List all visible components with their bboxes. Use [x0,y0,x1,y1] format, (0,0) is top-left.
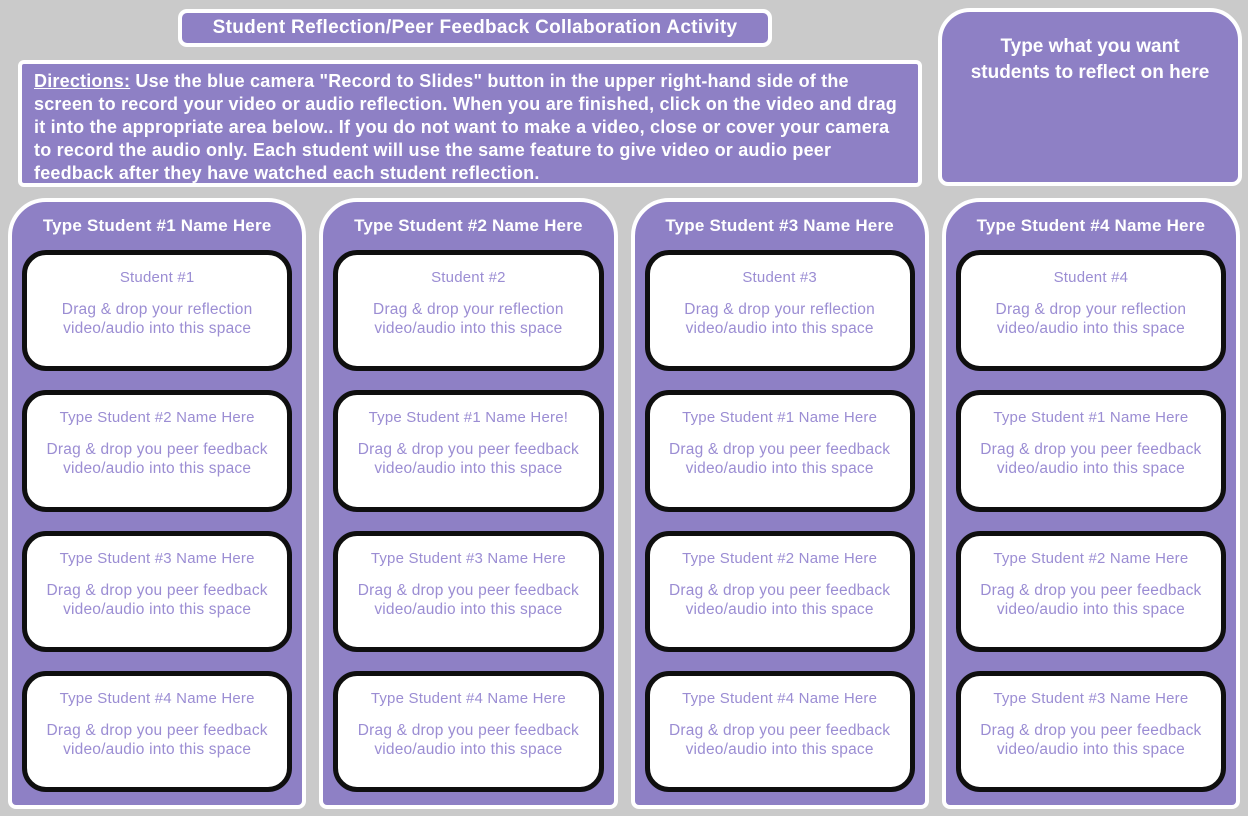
student-2-reflection-drop-zone[interactable]: Student #2 Drag & drop your reflection v… [333,250,604,372]
activity-title-text: Student Reflection/Peer Feedback Collabo… [212,17,738,38]
student-3-cards: Student #3 Drag & drop your reflection v… [644,250,915,792]
student-column-2: Type Student #2 Name Here Student #2 Dra… [319,198,618,809]
student-3-feedback-drop-zone-from-4[interactable]: Type Student #4 Name Here Drag & drop yo… [644,670,915,792]
student-4-feedback-drop-zone-from-2[interactable]: Type Student #2 Name Here Drag & drop yo… [955,530,1226,652]
card-title: Type Student #1 Name Here [682,409,878,427]
directions-label: Directions: [34,71,131,91]
reflection-topic-box[interactable]: Type what you want students to reflect o… [938,8,1242,186]
student-column-4: Type Student #4 Name Here Student #4 Dra… [941,198,1240,809]
student-1-reflection-drop-zone[interactable]: Student #1 Drag & drop your reflection v… [22,250,293,372]
card-title: Type Student #2 Name Here [993,549,1189,567]
card-title: Student #2 [431,269,506,286]
card-title: Student #4 [1053,269,1129,286]
student-4-cards: Student #4 Drag & drop your reflection v… [955,250,1226,792]
card-body: Drag & drop your reflection video/audio … [684,301,875,337]
card-title: Student #1 [119,269,195,286]
student-2-name-header[interactable]: Type Student #2 Name Here [354,216,583,235]
student-4-name-header[interactable]: Type Student #4 Name Here [976,216,1206,235]
card-body: Drag & drop you peer feedback video/audi… [357,441,579,478]
student-column-3: Type Student #3 Name Here Student #3 Dra… [630,198,929,809]
card-title: Type Student #1 Name Here! [368,409,569,427]
student-3-name-header[interactable]: Type Student #3 Name Here [665,216,894,235]
card-title: Type Student #3 Name Here [370,549,566,567]
card-body: Drag & drop you peer feedback video/audi… [357,721,579,758]
card-title: Type Student #3 Name Here [59,549,255,567]
reflection-topic-placeholder: Type what you want students to reflect o… [970,36,1210,83]
student-2-cards: Student #2 Drag & drop your reflection v… [333,250,604,792]
card-title: Type Student #4 Name Here [370,689,566,707]
directions-box: Directions: Use the blue camera "Record … [18,60,922,187]
student-2-feedback-drop-zone-from-3[interactable]: Type Student #3 Name Here Drag & drop yo… [333,530,604,652]
card-title: Type Student #4 Name Here [682,689,878,707]
card-body: Drag & drop you peer feedback video/audi… [46,441,268,478]
student-4-feedback-drop-zone-from-3[interactable]: Type Student #3 Name Here Drag & drop yo… [955,670,1226,792]
student-columns: Type Student #1 Name Here Student #1 Dra… [8,198,1240,809]
card-body: Drag & drop your reflection video/audio … [995,301,1187,337]
card-body: Drag & drop you peer feedback video/audi… [46,721,268,758]
student-1-name-header[interactable]: Type Student #1 Name Here [42,216,272,235]
student-1-feedback-drop-zone-from-2[interactable]: Type Student #2 Name Here Drag & drop yo… [22,390,293,512]
card-body: Drag & drop your reflection video/audio … [373,301,564,337]
card-body: Drag & drop you peer feedback video/audi… [980,441,1202,478]
student-1-cards: Student #1 Drag & drop your reflection v… [22,250,293,792]
card-body: Drag & drop you peer feedback video/audi… [46,581,268,618]
card-body: Drag & drop you peer feedback video/audi… [669,721,891,758]
card-title: Type Student #3 Name Here [993,689,1189,707]
student-1-feedback-drop-zone-from-3[interactable]: Type Student #3 Name Here Drag & drop yo… [22,530,293,652]
card-body: Drag & drop you peer feedback video/audi… [980,581,1202,618]
student-column-1: Type Student #1 Name Here Student #1 Dra… [8,198,307,809]
activity-title: Student Reflection/Peer Feedback Collabo… [178,9,772,47]
student-4-reflection-drop-zone[interactable]: Student #4 Drag & drop your reflection v… [955,250,1226,372]
student-2-feedback-drop-zone-from-1[interactable]: Type Student #1 Name Here! Drag & drop y… [333,390,604,512]
card-title: Type Student #2 Name Here [682,549,878,567]
card-title: Type Student #4 Name Here [59,689,255,707]
card-body: Drag & drop your reflection video/audio … [61,301,253,337]
card-title: Type Student #2 Name Here [59,409,255,427]
student-1-feedback-drop-zone-from-4[interactable]: Type Student #4 Name Here Drag & drop yo… [22,670,293,792]
student-3-feedback-drop-zone-from-2[interactable]: Type Student #2 Name Here Drag & drop yo… [644,530,915,652]
card-title: Type Student #1 Name Here [993,409,1189,427]
student-3-reflection-drop-zone[interactable]: Student #3 Drag & drop your reflection v… [644,250,915,372]
card-body: Drag & drop you peer feedback video/audi… [669,581,891,618]
card-body: Drag & drop you peer feedback video/audi… [980,721,1202,758]
student-3-feedback-drop-zone-from-1[interactable]: Type Student #1 Name Here Drag & drop yo… [644,390,915,512]
card-title: Student #3 [742,269,817,286]
card-body: Drag & drop you peer feedback video/audi… [669,441,891,478]
student-2-feedback-drop-zone-from-4[interactable]: Type Student #4 Name Here Drag & drop yo… [333,670,604,792]
student-4-feedback-drop-zone-from-1[interactable]: Type Student #1 Name Here Drag & drop yo… [955,390,1226,512]
directions-text: Use the blue camera "Record to Slides" b… [34,71,897,183]
card-body: Drag & drop you peer feedback video/audi… [357,581,579,618]
